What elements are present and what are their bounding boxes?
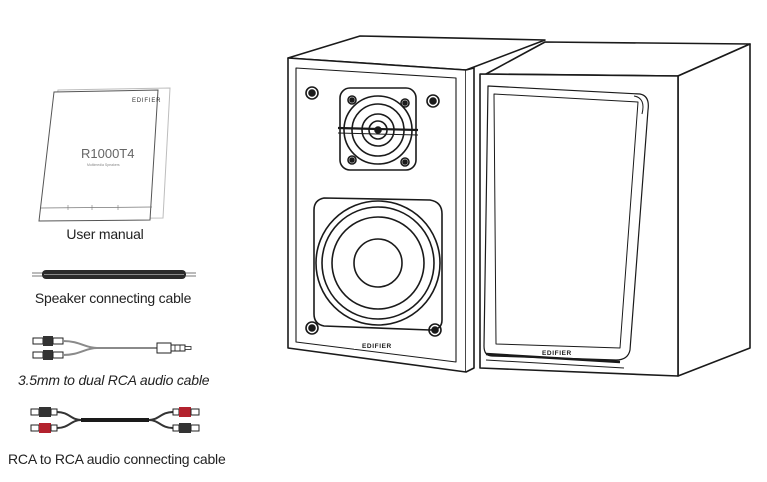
manual-brand: EDIFIER [132,98,161,104]
speakers-illustration: EDIFIER EDIFIER [287,35,751,377]
rca-left-red-plug [30,423,58,433]
user-manual-caption: User manual [66,226,144,242]
rca-cable-illustration [30,407,200,433]
manual-model: R1000T4 [81,146,134,161]
aux-cable-caption: 3.5mm to dual RCA audio cable [18,372,210,388]
speaker-cable-illustration [32,270,196,279]
rca-left-white-plug [30,407,58,417]
jack-35mm-plug [156,342,192,354]
rca-plug-bottom [32,350,64,360]
manual-subtitle: Multimedia Speakers [87,163,120,167]
aux-cable-illustration [32,336,192,360]
tweeter [337,87,419,171]
rca-right-red-plug [172,407,200,417]
left-speaker-logo: EDIFIER [362,343,392,350]
user-manual-illustration: EDIFIER R1000T4 Multimedia Speakers [38,87,171,222]
right-speaker-logo: EDIFIER [542,350,572,357]
rca-cable-caption: RCA to RCA audio connecting cable [8,451,226,467]
manual-cover [38,89,159,222]
rca-plug-top [32,336,64,346]
right-speaker [479,41,751,377]
woofer [313,197,443,331]
rca-right-white-plug [172,423,200,433]
left-speaker [287,35,546,373]
speaker-cable-caption: Speaker connecting cable [34,290,192,306]
